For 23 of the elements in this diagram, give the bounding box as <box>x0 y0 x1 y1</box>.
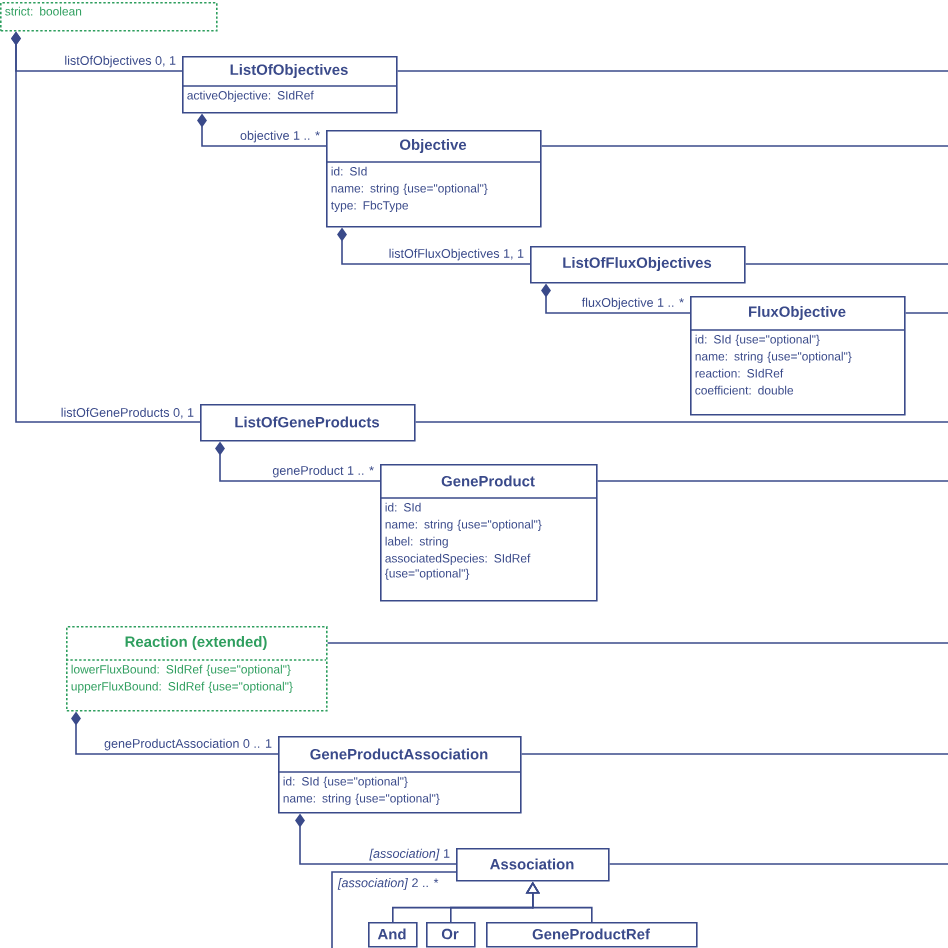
connector-line <box>396 70 948 72</box>
class-box <box>277 736 522 814</box>
connector-line <box>744 263 948 265</box>
class-box <box>426 922 476 948</box>
class-box <box>379 464 598 602</box>
connector-line <box>326 642 948 644</box>
class-box <box>0 2 218 32</box>
class-box <box>200 404 416 442</box>
class-box <box>456 848 610 882</box>
association-line <box>331 871 457 948</box>
connector-line <box>904 312 948 314</box>
connector-line <box>540 145 948 147</box>
connector-line <box>596 480 948 482</box>
class-box <box>486 922 698 948</box>
class-box <box>325 130 542 228</box>
class-box <box>181 56 398 114</box>
class-box <box>65 626 328 712</box>
connector-line <box>414 421 948 423</box>
class-box <box>689 296 906 416</box>
connector-line <box>520 753 948 755</box>
class-box <box>368 922 418 948</box>
connector-line <box>608 863 948 865</box>
class-box <box>530 246 746 284</box>
